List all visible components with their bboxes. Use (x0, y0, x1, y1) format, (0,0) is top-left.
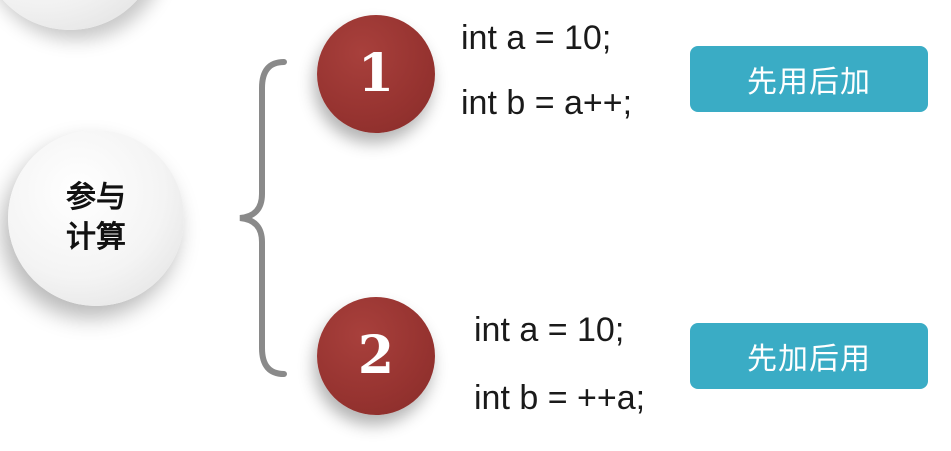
center-circle: 参与计算 (8, 130, 184, 306)
tag-pre-increment: 先加后用 (690, 323, 928, 389)
code-line: int a = 10; (461, 19, 612, 57)
code-line: int b = ++a; (474, 379, 646, 417)
decorative-circle (0, 0, 160, 30)
code-line: int b = a++; (461, 84, 633, 122)
tag-post-increment: 先用后加 (690, 46, 928, 112)
number-circle-1: 1 (317, 15, 435, 133)
number-circle-2: 2 (317, 297, 435, 415)
code-line: int a = 10; (474, 311, 625, 349)
number-label: 2 (357, 325, 395, 386)
curly-brace (239, 59, 287, 377)
number-label: 1 (357, 43, 395, 104)
center-label: 参与计算 (66, 180, 126, 255)
